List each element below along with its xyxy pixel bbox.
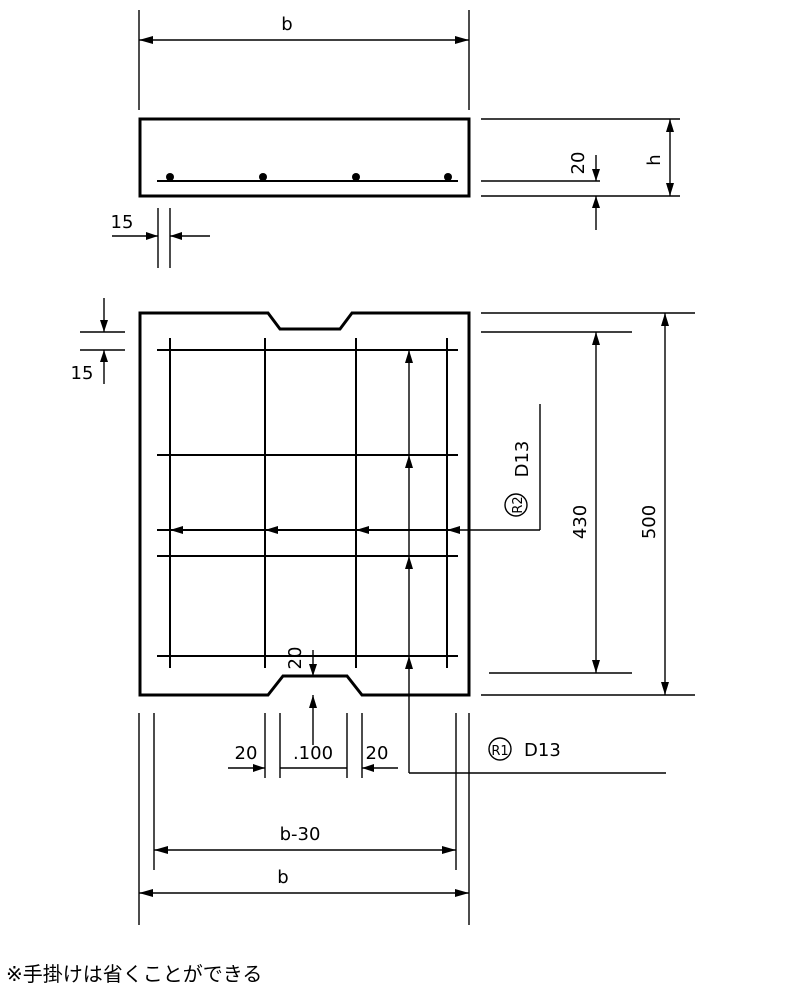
rebar-dot-1 xyxy=(166,173,174,181)
r2-mark-circle xyxy=(504,493,528,517)
plan-view: R2 D13 R1 D13 15 430 500 xyxy=(71,298,695,925)
section-view: b h 20 15 xyxy=(111,10,680,268)
section-cover-label: 20 xyxy=(568,152,589,175)
arrow-left-icon xyxy=(362,764,374,772)
arrow-up-icon xyxy=(100,350,108,362)
notch-right-label: 20 xyxy=(366,743,389,764)
arrow-left-icon xyxy=(265,526,278,534)
rebar-dot-4 xyxy=(444,173,452,181)
arrow-up-icon xyxy=(405,556,413,569)
arrow-left-icon xyxy=(170,526,183,534)
arrow-left-icon xyxy=(154,846,168,854)
arrow-down-icon xyxy=(309,664,317,676)
arrow-down-icon xyxy=(661,682,669,695)
dim-430-label: 430 xyxy=(570,505,591,539)
notch-width-label: .100 xyxy=(293,743,333,764)
arrow-left-icon xyxy=(447,526,460,534)
arrow-up-icon xyxy=(661,313,669,326)
arrow-up-icon xyxy=(405,350,413,363)
arrow-right-icon xyxy=(146,232,158,240)
notch-depth-label: 20 xyxy=(285,647,306,670)
arrow-up-icon xyxy=(666,119,674,132)
section-edge-label: 15 xyxy=(111,212,134,233)
plan-cover-label: 15 xyxy=(71,363,94,384)
plan-outline xyxy=(138,311,471,697)
notch-left-label: 20 xyxy=(235,743,258,764)
section-h-label: h xyxy=(644,154,665,165)
r2-size-label: D13 xyxy=(512,441,533,478)
arrow-up-icon xyxy=(405,455,413,468)
section-width-label: b xyxy=(281,14,292,35)
arrow-up-icon xyxy=(592,332,600,345)
arrow-right-icon xyxy=(455,36,469,44)
arrow-left-icon xyxy=(139,36,153,44)
arrow-down-icon xyxy=(666,183,674,196)
r1-size-label: D13 xyxy=(524,740,561,761)
arrow-down-icon xyxy=(100,320,108,332)
arrow-left-icon xyxy=(139,889,153,897)
r1-mark-label: R1 xyxy=(491,744,508,759)
footnote: ※手掛けは省くことができる xyxy=(6,962,263,986)
arrow-left-icon xyxy=(170,232,182,240)
rebar-dot-2 xyxy=(259,173,267,181)
arrow-right-icon xyxy=(442,846,456,854)
arrow-up-icon xyxy=(309,695,317,708)
dim-b30-label: b-30 xyxy=(280,824,321,845)
arrow-right-icon xyxy=(253,764,265,772)
r2-mark-label: R2 xyxy=(511,496,526,513)
arrow-down-icon xyxy=(592,660,600,673)
section-outline xyxy=(138,117,471,198)
arrow-right-icon xyxy=(455,889,469,897)
arrow-down-icon xyxy=(592,169,600,181)
arrow-left-icon xyxy=(356,526,369,534)
arrow-up-icon xyxy=(405,656,413,669)
dim-500-label: 500 xyxy=(639,505,660,539)
rebar-dot-3 xyxy=(352,173,360,181)
arrow-up-icon xyxy=(592,196,600,208)
dim-b-label: b xyxy=(277,867,288,888)
r1-mark-circle xyxy=(488,737,512,761)
